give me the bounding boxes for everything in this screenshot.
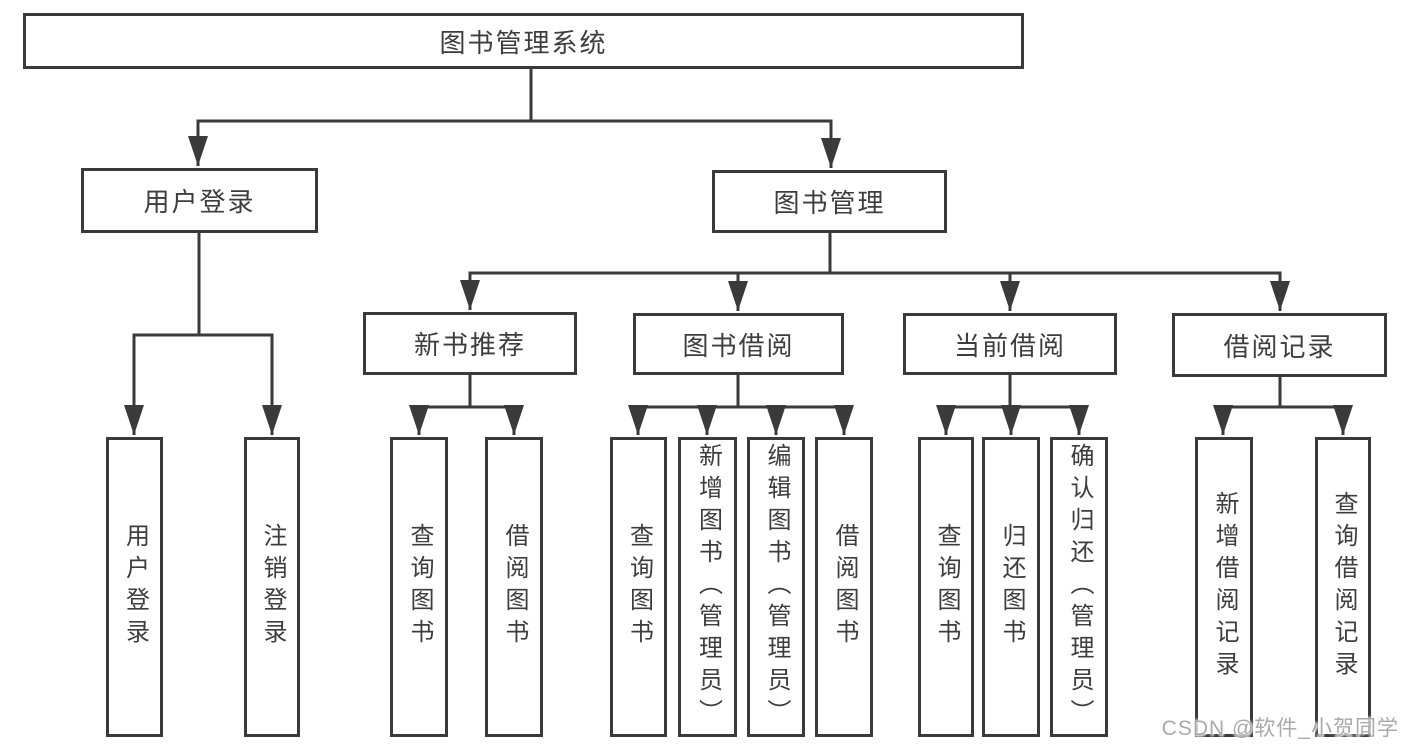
connector-book-borrow-branch <box>628 373 854 435</box>
csdn-watermark: CSDN @软件_小贺同学 <box>1161 717 1399 740</box>
node-user-login: 用户登录 <box>81 168 318 233</box>
leaf-borrow-edit-book-admin: 编辑图书（管理员） <box>747 437 805 737</box>
leaf-newbooks-query-book: 查询图书 <box>390 437 448 737</box>
connector-new-books-branch <box>409 373 524 435</box>
leaf-records-query-record: 查询借阅记录 <box>1315 437 1371 737</box>
leaf-borrow-borrow-book: 借阅图书 <box>815 437 873 737</box>
node-root: 图书管理系统 <box>23 13 1024 69</box>
leaf-borrow-add-book-admin: 新增图书（管理员） <box>678 437 737 737</box>
node-book-borrow: 图书借阅 <box>633 313 844 375</box>
leaf-current-query-book: 查询图书 <box>918 437 974 737</box>
node-current-borrow: 当前借阅 <box>903 313 1117 375</box>
connector-book-mgmt-branch <box>460 231 1290 311</box>
connector-user-login-branch <box>124 231 282 435</box>
node-book-mgmt: 图书管理 <box>712 170 947 233</box>
connector-borrow-records-branch <box>1213 375 1353 435</box>
connector-current-borrow-branch <box>936 373 1089 435</box>
leaf-user-login: 用户登录 <box>106 437 163 737</box>
leaf-current-return-book: 归还图书 <box>982 437 1040 737</box>
leaf-logout: 注销登录 <box>244 437 300 737</box>
connector-root-to-level1 <box>188 67 841 168</box>
node-new-book-recommend: 新书推荐 <box>363 312 577 375</box>
node-borrow-records: 借阅记录 <box>1172 313 1387 377</box>
leaf-current-confirm-return-admin: 确认归还（管理员） <box>1050 437 1108 737</box>
leaf-records-add-record: 新增借阅记录 <box>1195 437 1253 737</box>
leaf-newbooks-borrow-book: 借阅图书 <box>485 437 543 737</box>
leaf-borrow-query-book: 查询图书 <box>610 437 667 737</box>
